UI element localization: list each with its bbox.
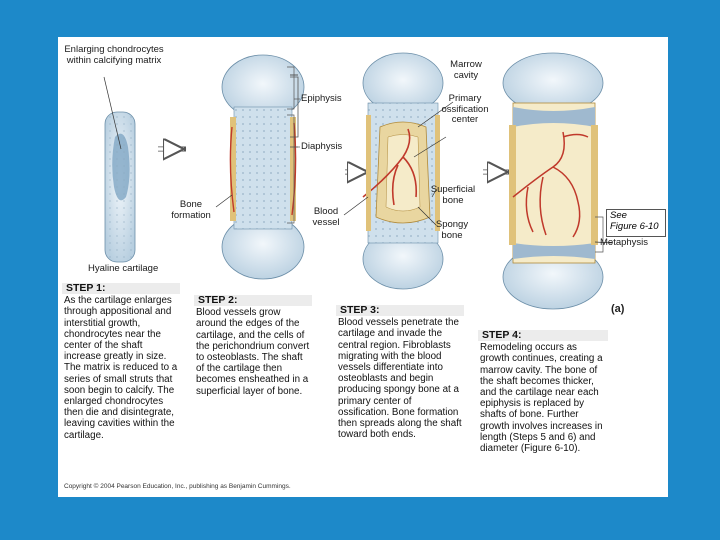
step-3-title: STEP 3: <box>336 305 464 316</box>
label-spongy-bone: Spongy bone <box>430 220 474 241</box>
step-2-title: STEP 2: <box>194 295 312 306</box>
stage-1-cartilage <box>104 77 135 262</box>
label-hyaline-cartilage: Hyaline cartilage <box>88 264 158 275</box>
label-bone-formation: Bone formation <box>166 200 216 221</box>
step-2-text: Blood vessels grow around the edges of t… <box>194 307 312 397</box>
label-marrow-cavity: Marrow cavity <box>438 60 494 81</box>
copyright-notice: Copyright © 2004 Pearson Education, Inc.… <box>64 483 291 490</box>
step-3-block: STEP 3: Blood vessels penetrate the cart… <box>336 305 464 440</box>
step-4-text: Remodeling occurs as growth continues, c… <box>478 342 608 454</box>
step-3-text: Blood vessels penetrate the cartilage an… <box>336 317 464 440</box>
slide: Enlarging chondrocytes within calcifying… <box>58 37 668 497</box>
step-2-block: STEP 2: Blood vessels grow around the ed… <box>194 295 312 397</box>
label-superficial-bone: Superficial bone <box>428 185 478 206</box>
figure-reference: Figure 6-10 <box>607 221 665 232</box>
step-4-block: STEP 4: Remodeling occurs as growth cont… <box>478 330 608 454</box>
label-primary-ossification-center: Primary ossification center <box>430 94 500 126</box>
label-enlarging-chondrocytes: Enlarging chondrocytes within calcifying… <box>58 45 170 66</box>
label-epiphysis: Epiphysis <box>301 94 342 105</box>
step-4-title: STEP 4: <box>478 330 608 341</box>
label-blood-vessel: Blood vessel <box>304 207 348 228</box>
step-1-title: STEP 1: <box>62 283 180 294</box>
see-figure-box: See Figure 6-10 <box>606 209 666 237</box>
step-1-text: As the cartilage enlarges through apposi… <box>62 295 180 441</box>
step-1-block: STEP 1: As the cartilage enlarges throug… <box>62 283 180 441</box>
stage-2-bone-collar <box>216 55 304 279</box>
stage-4-remodeling <box>503 53 613 309</box>
panel-label: (a) <box>611 303 624 315</box>
see-text: See <box>607 210 665 221</box>
label-metaphysis: Metaphysis <box>600 238 648 249</box>
label-diaphysis: Diaphysis <box>301 142 342 153</box>
